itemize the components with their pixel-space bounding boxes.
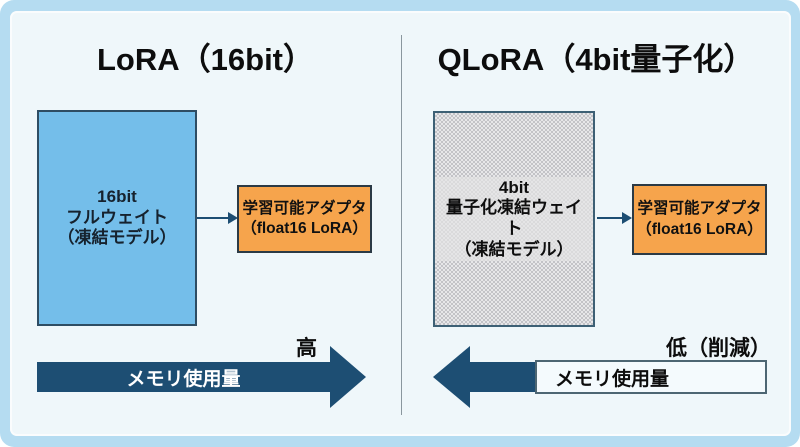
left-weight-line1: 16bit bbox=[97, 186, 137, 206]
right-adapter-box: 学習可能アダプタ （float16 LoRA） bbox=[632, 184, 767, 255]
right-weight-box-text: 4bit 量子化凍結ウェイト （凍結モデル） bbox=[435, 176, 593, 262]
left-adapter-line2: （float16 LoRA） bbox=[241, 220, 368, 237]
right-weight-line3: （凍結モデル） bbox=[454, 239, 574, 259]
right-memory-arrow-body: メモリ使用量 bbox=[535, 360, 767, 394]
left-memory-arrow-label: メモリ使用量 bbox=[126, 368, 241, 390]
right-adapter-line1: 学習可能アダプタ bbox=[637, 200, 762, 218]
right-memory-arrow-label: メモリ使用量 bbox=[555, 368, 670, 390]
left-panel-title: LoRA（16bit） bbox=[97, 42, 314, 77]
left-adapter-box: 学習可能アダプタ （float16 LoRA） bbox=[237, 185, 372, 253]
right-connector-arrowhead-icon bbox=[622, 212, 632, 224]
right-memory-level-label: 低（削減） bbox=[666, 337, 771, 360]
left-weight-box-text: 16bit フルウェイト （凍結モデル） bbox=[58, 187, 177, 249]
left-memory-arrowhead-icon bbox=[330, 346, 366, 408]
left-weight-box: 16bit フルウェイト （凍結モデル） bbox=[37, 110, 197, 326]
right-memory-arrowhead-icon bbox=[433, 346, 470, 408]
vertical-divider bbox=[401, 35, 402, 415]
left-connector-arrowhead-icon bbox=[228, 212, 238, 224]
left-connector-line bbox=[197, 217, 229, 219]
left-weight-line3: （凍結モデル） bbox=[57, 228, 177, 248]
right-memory-arrow-filled-segment bbox=[469, 362, 535, 392]
right-adapter-line2: （float16 LoRA） bbox=[636, 220, 763, 238]
right-weight-box: 4bit 量子化凍結ウェイト （凍結モデル） bbox=[433, 111, 595, 327]
right-panel-title: QLoRA（4bit量子化） bbox=[437, 42, 755, 77]
left-adapter-line1: 学習可能アダプタ bbox=[242, 199, 367, 217]
right-weight-line1: 4bit bbox=[498, 177, 530, 197]
right-weight-line2: 量子化凍結ウェイト bbox=[446, 198, 582, 238]
right-connector-line bbox=[597, 217, 623, 219]
left-weight-line2: フルウェイト bbox=[66, 207, 168, 227]
left-memory-arrow-body: メモリ使用量 bbox=[37, 362, 330, 392]
left-memory-level-label: 高 bbox=[296, 337, 317, 360]
